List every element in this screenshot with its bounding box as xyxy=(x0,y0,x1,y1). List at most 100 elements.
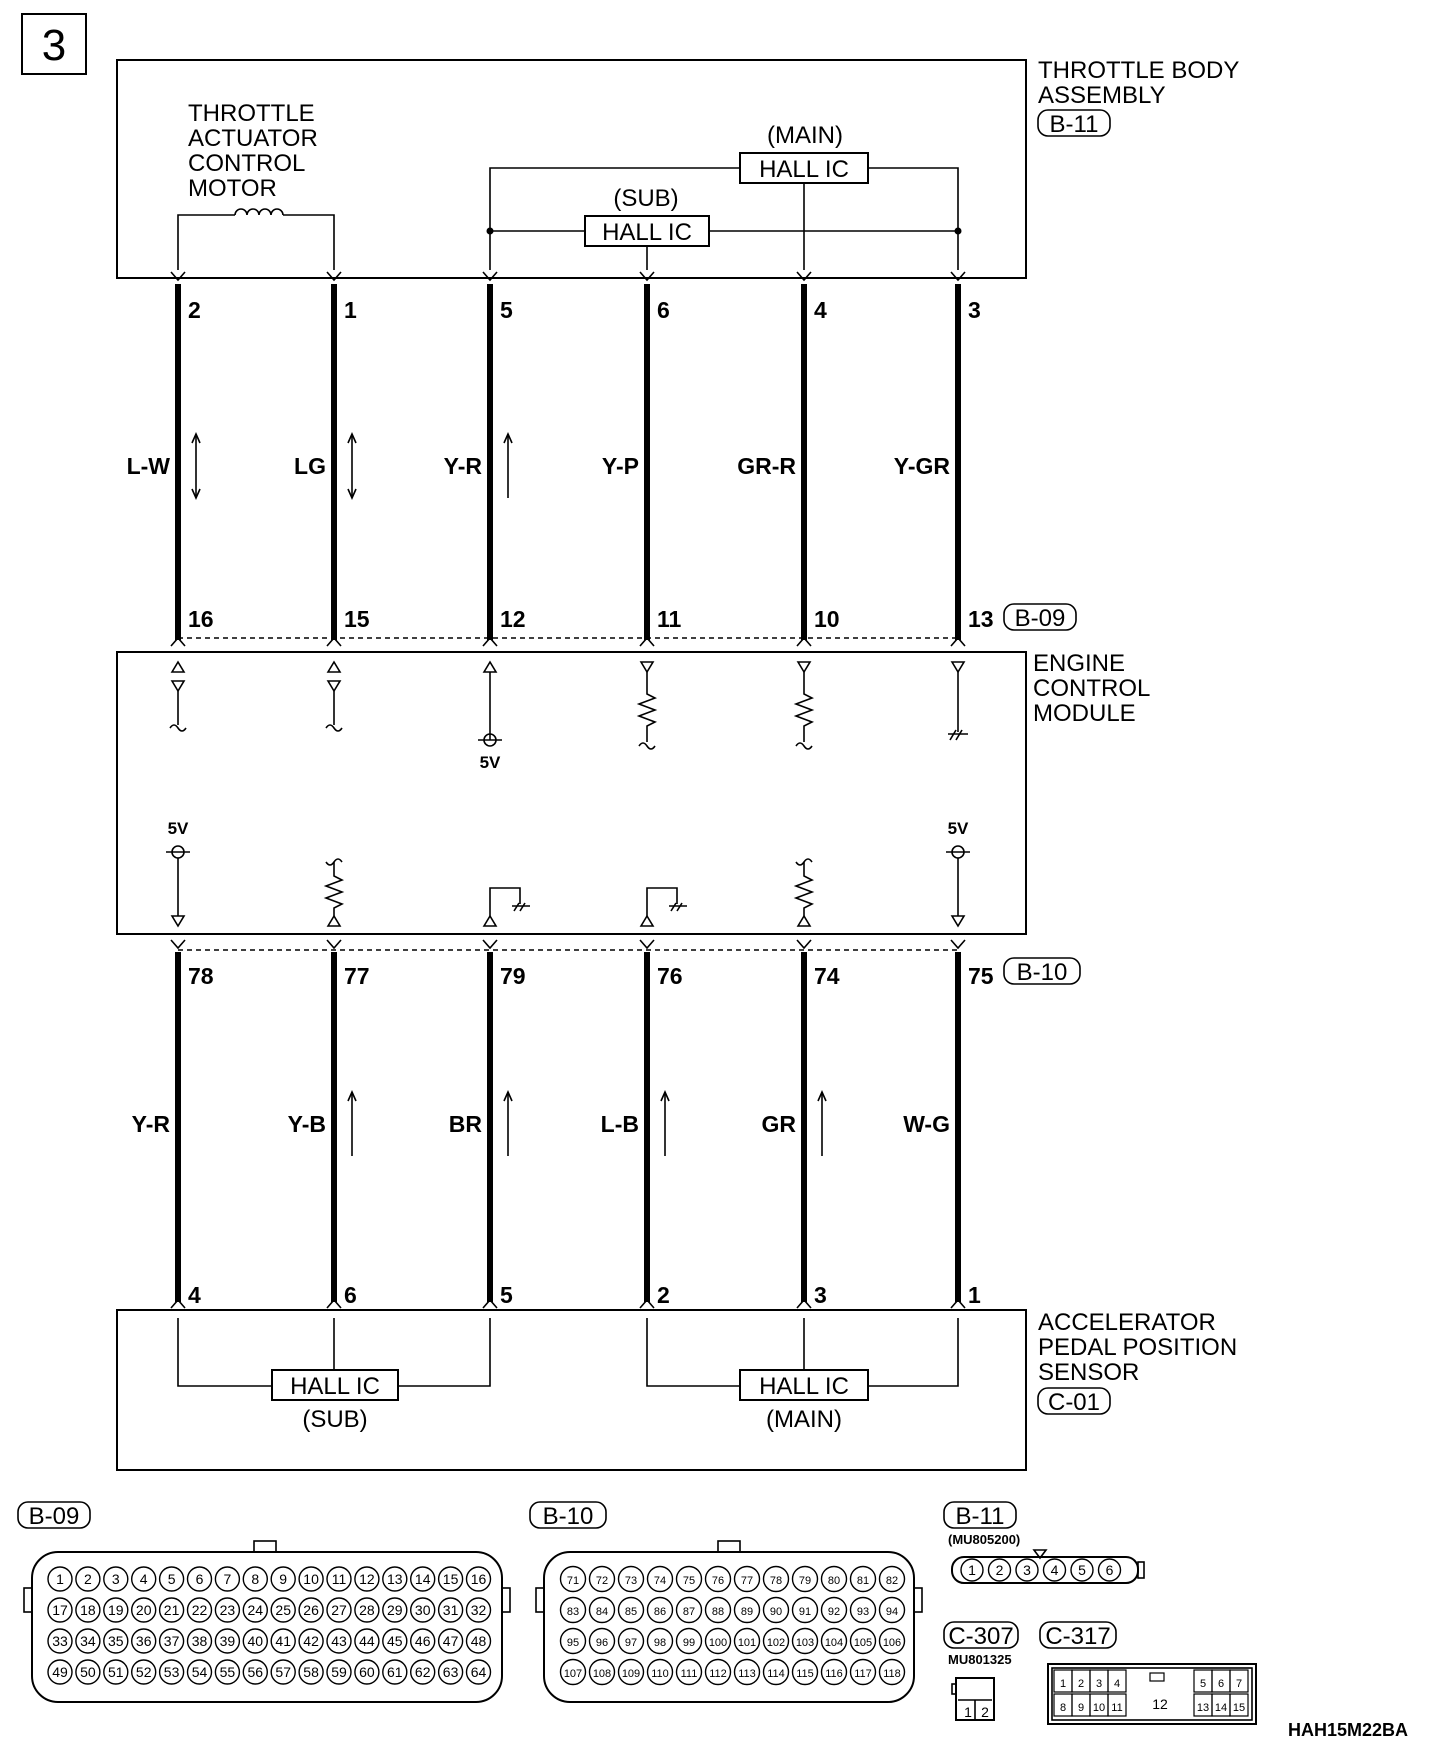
b10-pin-76: 76 xyxy=(704,1565,732,1593)
upper-top-pin-4: 6 xyxy=(657,297,670,323)
lower-signal-arrow-3 xyxy=(503,1090,513,1156)
upper-bottom-chevron-4 xyxy=(639,636,655,647)
b10-pin-label-98: 98 xyxy=(654,1637,666,1649)
b10-pin-label-89: 89 xyxy=(741,1606,753,1618)
lower-top-chevron-3 xyxy=(482,939,498,950)
b09-face-name: B-09 xyxy=(29,1503,80,1530)
b09-pin-label-25: 25 xyxy=(275,1602,291,1618)
upper-wire-color-2: LG xyxy=(294,453,326,479)
b09-pin-12: 12 xyxy=(354,1566,380,1592)
b10-pin-label-91: 91 xyxy=(799,1606,811,1618)
c317-pin-9: 9 xyxy=(1071,1693,1091,1717)
lower-top-pin-3: 79 xyxy=(500,963,526,989)
b09-pin-44: 44 xyxy=(354,1628,380,1654)
b09-pin-label-35: 35 xyxy=(108,1633,124,1649)
lower-wire-color-5: GR xyxy=(762,1111,797,1137)
b10-pin-label-95: 95 xyxy=(567,1637,579,1649)
b10-pin-label-118: 118 xyxy=(883,1668,901,1680)
throttle-body-box xyxy=(116,59,1027,279)
tb-main-label: (MAIN) xyxy=(767,122,843,149)
upper-bottom-pin-6: 13 xyxy=(968,606,994,632)
b10-pin-label-88: 88 xyxy=(712,1606,724,1618)
c317-pin-10: 10 xyxy=(1089,1693,1109,1717)
b09-pin-28: 28 xyxy=(354,1597,380,1623)
apps-sub-hall-ic: HALL IC xyxy=(271,1369,399,1401)
b10-pin-label-76: 76 xyxy=(712,1575,724,1587)
b10-pin-91: 91 xyxy=(791,1596,819,1624)
b10-pin-label-100: 100 xyxy=(709,1637,727,1649)
b11-pin-label-3: 3 xyxy=(1023,1562,1031,1578)
b09-pin-33: 33 xyxy=(47,1628,73,1654)
b10-pin-label-78: 78 xyxy=(770,1575,782,1587)
lower-signal-arrow-4 xyxy=(660,1090,670,1156)
b09-pin-31: 31 xyxy=(437,1597,464,1623)
upper-signal-arrow-3 xyxy=(503,432,513,498)
b10-pin-label-84: 84 xyxy=(596,1606,608,1618)
b09-pin-57: 57 xyxy=(270,1659,296,1685)
b09-pin-label-60: 60 xyxy=(359,1664,375,1680)
b09-pin-label-21: 21 xyxy=(164,1602,180,1618)
lower-top-chevron-4 xyxy=(639,939,655,950)
b11-pin-1: 1 xyxy=(960,1558,984,1582)
c307-part-number: MU801325 xyxy=(948,1652,1012,1667)
lower-top-pin-2: 77 xyxy=(344,963,370,989)
b10-pin-80: 80 xyxy=(820,1565,848,1593)
c317-pin-label-14: 14 xyxy=(1215,1702,1227,1714)
b10-pin-113: 113 xyxy=(733,1658,761,1686)
b10-pin-label-81: 81 xyxy=(857,1575,869,1587)
b10-pin-label-107: 107 xyxy=(564,1668,582,1680)
b10-pin-107: 107 xyxy=(559,1658,587,1686)
b09-pin-label-1: 1 xyxy=(56,1571,64,1587)
b09-pin-label-22: 22 xyxy=(192,1602,208,1618)
b09-pin-label-40: 40 xyxy=(248,1633,264,1649)
upper-signal-arrow-2 xyxy=(347,432,357,500)
c317-pin-15: 15 xyxy=(1229,1693,1249,1717)
b10-pin-96: 96 xyxy=(588,1627,616,1655)
b09-pin-label-16: 16 xyxy=(471,1571,487,1587)
b09-pin-3: 3 xyxy=(103,1566,129,1592)
b09-pin-label-9: 9 xyxy=(279,1571,287,1587)
b09-pin-8: 8 xyxy=(242,1566,269,1592)
c307-pin-1: 1 xyxy=(964,1704,972,1720)
b10-pin-label-92: 92 xyxy=(828,1606,840,1618)
lower-signal-arrow-5 xyxy=(817,1090,827,1156)
b10-pin-75: 75 xyxy=(675,1565,703,1593)
b09-pin-label-58: 58 xyxy=(303,1664,319,1680)
lower-top-pin-5: 74 xyxy=(814,963,840,989)
motor-label-3: CONTROL xyxy=(188,150,305,177)
b09-pin-label-44: 44 xyxy=(359,1633,375,1649)
b09-pin-label-23: 23 xyxy=(220,1602,236,1618)
lower-top-chevron-6 xyxy=(950,939,966,950)
apps-main-hall-ic-label: HALL IC xyxy=(759,1373,849,1400)
b10-pin-112: 112 xyxy=(704,1658,732,1686)
upper-ecm-connector: B-09 xyxy=(1015,605,1066,632)
b09-pin-label-30: 30 xyxy=(415,1602,431,1618)
c317-pin-7: 7 xyxy=(1229,1669,1249,1693)
b09-pin-label-29: 29 xyxy=(387,1602,403,1618)
apps-connector-tag: C-01 xyxy=(1037,1387,1111,1416)
b10-pin-73: 73 xyxy=(617,1565,645,1593)
b09-pin-48: 48 xyxy=(465,1628,492,1654)
b09-pin-46: 46 xyxy=(410,1628,436,1654)
b11-pin-6: 6 xyxy=(1097,1558,1122,1582)
b09-pin-label-17: 17 xyxy=(52,1602,68,1618)
b11-pin-2: 2 xyxy=(987,1558,1012,1582)
c317-pin-label-15: 15 xyxy=(1233,1702,1245,1714)
c307-face-name: C-307 xyxy=(948,1623,1013,1650)
b11-face-name: B-11 xyxy=(956,1503,1005,1530)
b09-pin-label-14: 14 xyxy=(415,1571,431,1587)
b10-pin-label-71: 71 xyxy=(567,1575,579,1587)
b10-pin-71: 71 xyxy=(559,1565,587,1593)
page-number-box: 3 xyxy=(21,13,87,75)
b09-connector-tag: B-09 xyxy=(1003,603,1077,632)
b10-pin-label-82: 82 xyxy=(886,1575,898,1587)
b09-pin-36: 36 xyxy=(130,1628,157,1654)
b11-pin-label-1: 1 xyxy=(968,1562,976,1578)
c317-pin-label-4: 4 xyxy=(1114,1678,1120,1690)
